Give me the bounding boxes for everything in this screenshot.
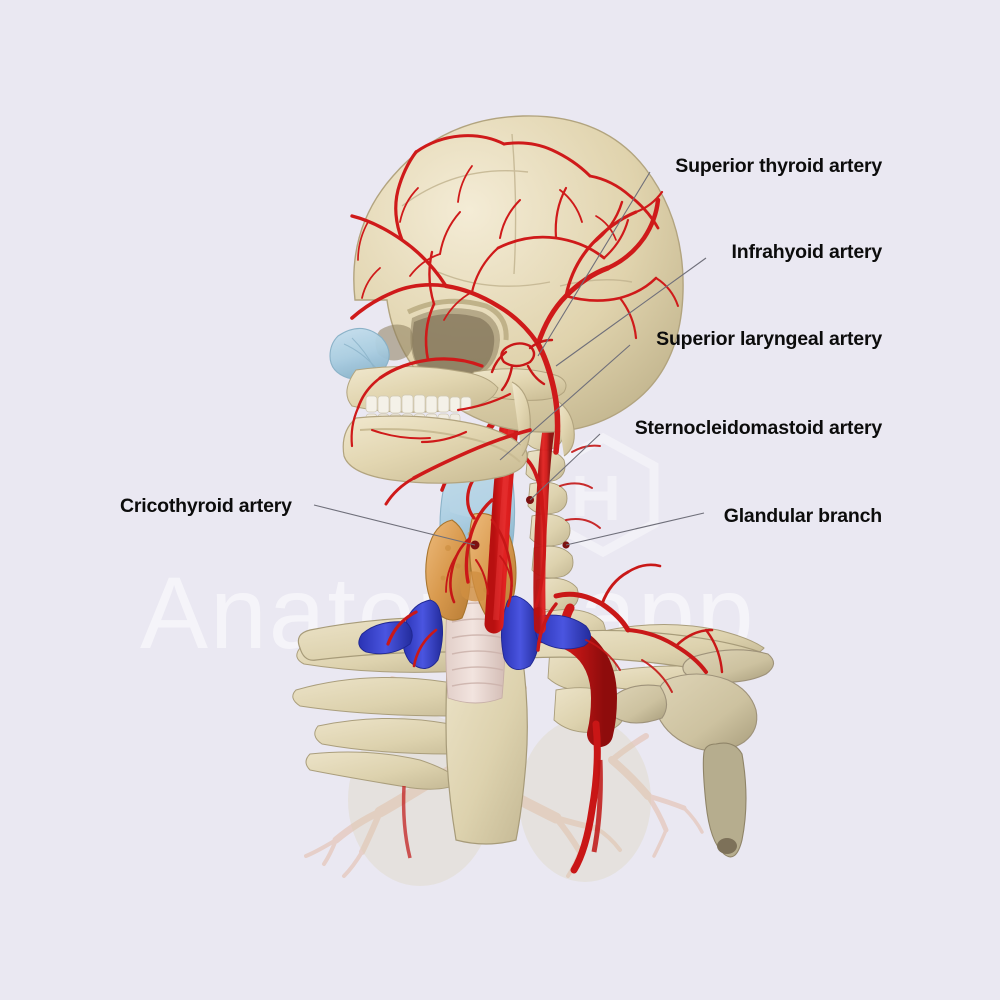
- leader-sternocleidomastoid-artery: [529, 433, 601, 501]
- leader-cricothyroid-artery: [313, 504, 476, 546]
- scapula: [607, 649, 775, 858]
- mandible: [342, 415, 528, 484]
- maxillary-artery-plexus: [490, 338, 554, 392]
- label-cricothyroid-artery: Cricothyroid artery: [120, 495, 292, 517]
- leader-superior-laryngeal-artery: [499, 344, 631, 461]
- label-sternocleidomastoid-artery: Sternocleidomastoid artery: [634, 417, 882, 439]
- label-superior-thyroid-artery: Superior thyroid artery: [675, 155, 882, 177]
- label-glandular-branch: Glandular branch: [723, 505, 882, 527]
- label-infrahyoid-artery: Infrahyoid artery: [731, 241, 883, 263]
- label-superior-laryngeal-artery: Superior laryngeal artery: [656, 328, 882, 350]
- leader-infrahyoid-artery: [555, 257, 707, 367]
- leader-glandular-branch: [565, 512, 705, 546]
- leader-superior-thyroid-artery: [537, 171, 651, 357]
- teeth: [365, 394, 472, 414]
- facial-artery: [350, 250, 532, 506]
